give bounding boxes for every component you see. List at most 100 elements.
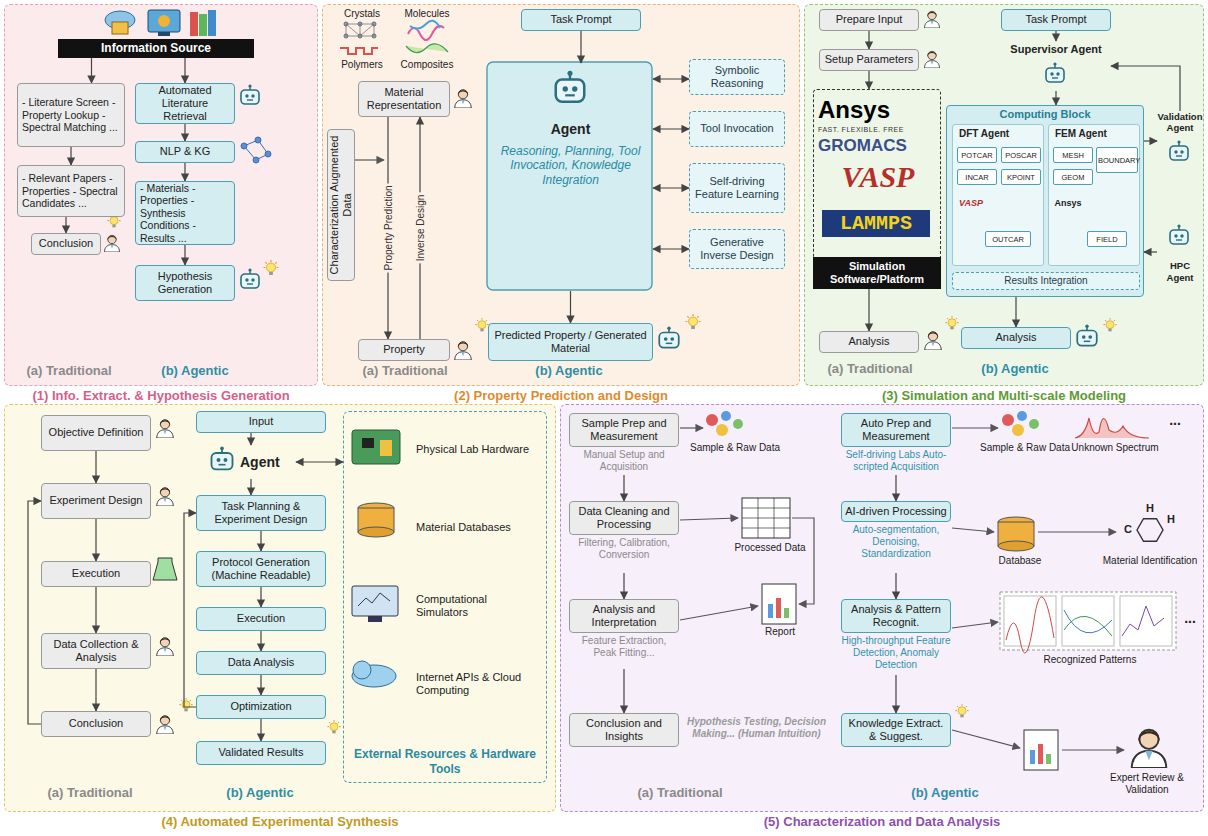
box-text: Characterization Augmented Data (328, 135, 354, 275)
box-text: Supervisor Agent (1005, 43, 1107, 56)
deco-circle (721, 411, 731, 421)
flow-connector (623, 669, 624, 713)
agentic-step: Predicted Property / Generated Material (488, 323, 653, 361)
deco-rect (148, 10, 180, 32)
flow-connector (653, 187, 689, 188)
box-text: Execution (46, 567, 146, 580)
deco-rect (1120, 596, 1172, 646)
deco-use (1132, 730, 1167, 768)
deco-line (1038, 531, 1116, 532)
flow-connector (250, 479, 251, 495)
agentic-step: - Materials - Properties - Synthesis Con… (135, 181, 235, 245)
deco-use (1170, 224, 1188, 244)
column-heading: (b) Agentic (200, 786, 320, 801)
deco-path (340, 48, 378, 54)
deco-g (344, 22, 376, 38)
box-text: AI-driven Processing (841, 501, 951, 522)
flow-connector (260, 587, 261, 607)
box-subtext: Self-driving Labs Auto-scripted Acquisit… (841, 449, 951, 473)
flow-connector (95, 669, 96, 711)
deco-use (955, 704, 968, 717)
kg-icon (241, 137, 271, 163)
deco-line (680, 518, 738, 520)
deco-rect (362, 438, 374, 448)
flow-connector (1144, 140, 1157, 141)
box-text: Data Analysis (201, 656, 321, 669)
box-text: Material Databases (416, 521, 538, 534)
source-bar: Information Source (58, 39, 254, 58)
file-tag: BOUNDARY (1096, 147, 1138, 173)
deco-polygon (1137, 519, 1163, 542)
agentic-step: NLP & KG (135, 141, 235, 163)
deco-circle (158, 15, 170, 27)
box-text: OUTCAR (987, 235, 1029, 244)
box-subtext: Filtering, Calibration, Conversion (569, 537, 679, 561)
flow-connector (260, 531, 261, 551)
deco-path (742, 498, 790, 538)
file-tag: FIELD (1087, 231, 1127, 247)
traditional-step: Conclusion and Insights (569, 713, 679, 747)
deco-rect (158, 32, 170, 36)
flow-connector (184, 513, 196, 707)
deco-rect (208, 10, 216, 36)
agentic-step: Automated Literature Retrieval (135, 83, 235, 124)
deco-use (1103, 318, 1116, 331)
agentic-step: AI-driven ProcessingAuto-segmentation, D… (841, 501, 951, 573)
flow-connector (250, 433, 251, 445)
box-text: Analysis & Pattern Recognit. (841, 599, 951, 633)
file-tag: MESH (1053, 147, 1093, 163)
annotation-label: H (1165, 513, 1177, 526)
annotation-label: Processed Data (725, 542, 815, 554)
box-text: FIELD (1089, 235, 1125, 244)
deco-path (792, 518, 814, 604)
flow-connector (296, 461, 343, 462)
annotation-label: VASP (818, 160, 938, 195)
annotation-label: GROMACS (818, 136, 938, 156)
beaker-icon (153, 558, 177, 580)
box-text: INCAR (959, 173, 995, 182)
box-text: Material Representation (363, 86, 445, 112)
box-text: GEOM (1055, 173, 1091, 182)
box-text: Hypothesis Generation (140, 270, 230, 296)
flow-arrows (680, 428, 1124, 750)
deco-use (925, 51, 940, 68)
box-text: (5) Characterization and Data Analysis (561, 814, 1203, 830)
annotation-label: FAST. FLEXIBLE. FREE (818, 126, 938, 134)
box-text: KPOINT (1003, 173, 1039, 182)
box-text: Task Prompt (526, 13, 636, 26)
box-text: Knowledge Extract. & Suggest. (846, 717, 946, 743)
deco-circle (1029, 419, 1039, 429)
deco-rect (560, 404, 1204, 812)
deco-use (1170, 140, 1188, 160)
traditional-step: Analysis (819, 331, 919, 353)
deco-use (925, 332, 942, 350)
box-text: Analysis (824, 335, 914, 348)
traditional-step: Analysis and InterpretationFeature Extra… (569, 599, 679, 669)
flow-connector (28, 501, 41, 724)
agentic-step: Input (196, 411, 326, 433)
deco-circle (1017, 411, 1027, 421)
edge-label: Property Prediction (383, 183, 394, 272)
deco-use (1077, 324, 1097, 345)
box-text: Agent (240, 454, 292, 471)
agentic-step: Task Planning & Experiment Design (196, 495, 326, 531)
deco-circle (1012, 424, 1024, 436)
column-heading: (a) Traditional (30, 786, 150, 801)
external-icons (352, 430, 400, 687)
annotation-label: Sample & Raw Data (680, 442, 790, 454)
data-box: Characterization Augmented Data (327, 129, 355, 281)
annotation-label: Hypothesis Testing, Decision Making... (… (684, 716, 829, 739)
edge-label: Inverse Design (415, 193, 426, 264)
deco-rect (199, 14, 207, 36)
robot-icons (212, 62, 1189, 469)
flow-connector (895, 573, 896, 599)
deco-rect (1038, 744, 1043, 764)
material-classes (340, 21, 448, 54)
flow-connector (184, 245, 185, 265)
box-text: - Relevant Papers - Properties - Spectra… (22, 172, 120, 210)
deco-circle (241, 143, 247, 149)
panel: (1) Info. Extract. & Hypothesis Generati… (4, 4, 318, 386)
flow-connector (580, 31, 581, 63)
box-text: (3) Simulation and Multi-scale Modeling (805, 388, 1203, 404)
traditional-step: Conclusion (41, 711, 151, 737)
